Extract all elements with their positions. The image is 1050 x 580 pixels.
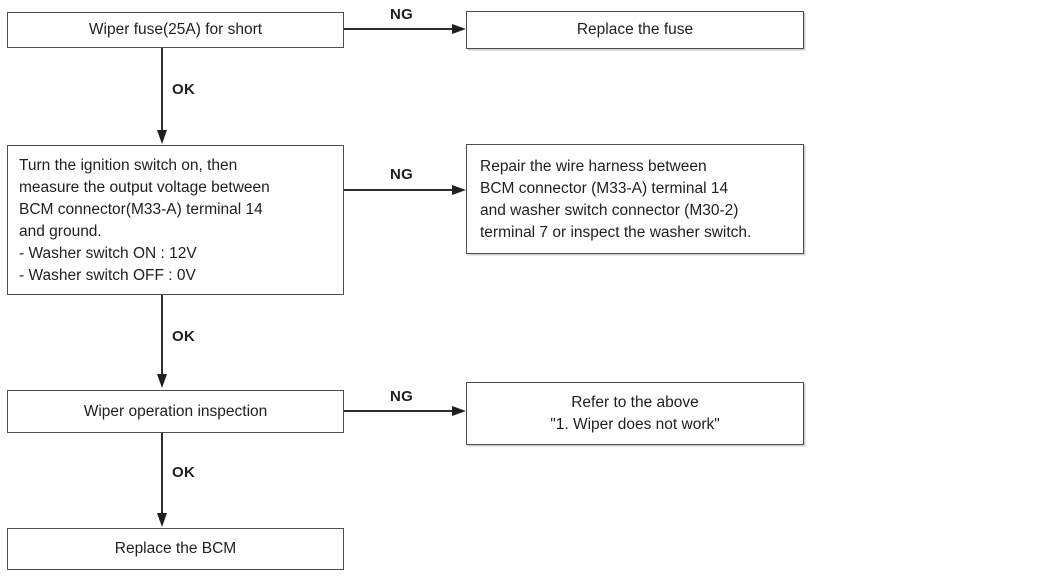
node-repair-harness: Repair the wire harness between BCM conn… <box>466 144 804 254</box>
connector-ng2-label: NG <box>390 166 414 183</box>
node-wiper-operation-inspection-label: Wiper operation inspection <box>83 402 268 420</box>
node-wiper-fuse-check: Wiper fuse(25A) for short <box>7 12 344 48</box>
node-refer-above: Refer to the above "1. Wiper does not wo… <box>466 382 804 445</box>
connector-ok2-line <box>161 295 163 375</box>
arrow-right-icon <box>452 24 466 34</box>
node-wiper-operation-inspection: Wiper operation inspection <box>7 390 344 433</box>
node-voltage-check: Turn the ignition switch on, then measur… <box>7 145 344 295</box>
arrow-down-icon <box>156 513 167 527</box>
arrow-down-icon <box>156 130 167 144</box>
connector-ok3-label: OK <box>172 464 196 481</box>
connector-ng1-label: NG <box>390 6 414 23</box>
connector-ok2-label: OK <box>172 328 196 345</box>
connector-ng3-line <box>344 410 454 412</box>
node-replace-fuse-label: Replace the fuse <box>576 21 694 38</box>
node-replace-fuse: Replace the fuse <box>466 11 804 49</box>
connector-ok1-label: OK <box>172 81 196 98</box>
node-wiper-fuse-check-label: Wiper fuse(25A) for short <box>88 21 263 38</box>
node-repair-harness-label: Repair the wire harness between BCM conn… <box>480 158 752 241</box>
arrow-down-icon <box>156 374 167 388</box>
node-voltage-check-label: Turn the ignition switch on, then measur… <box>19 157 270 284</box>
arrow-right-icon <box>452 185 466 195</box>
node-replace-bcm: Replace the BCM <box>7 528 344 570</box>
connector-ng3-label: NG <box>390 388 414 405</box>
node-refer-above-label: Refer to the above "1. Wiper does not wo… <box>550 393 720 433</box>
arrow-right-icon <box>452 406 466 416</box>
connector-ok3-line <box>161 433 163 514</box>
node-replace-bcm-label: Replace the BCM <box>114 540 237 557</box>
connector-ng1-line <box>344 28 454 30</box>
connector-ng2-line <box>344 189 454 191</box>
connector-ok1-line <box>161 48 163 132</box>
